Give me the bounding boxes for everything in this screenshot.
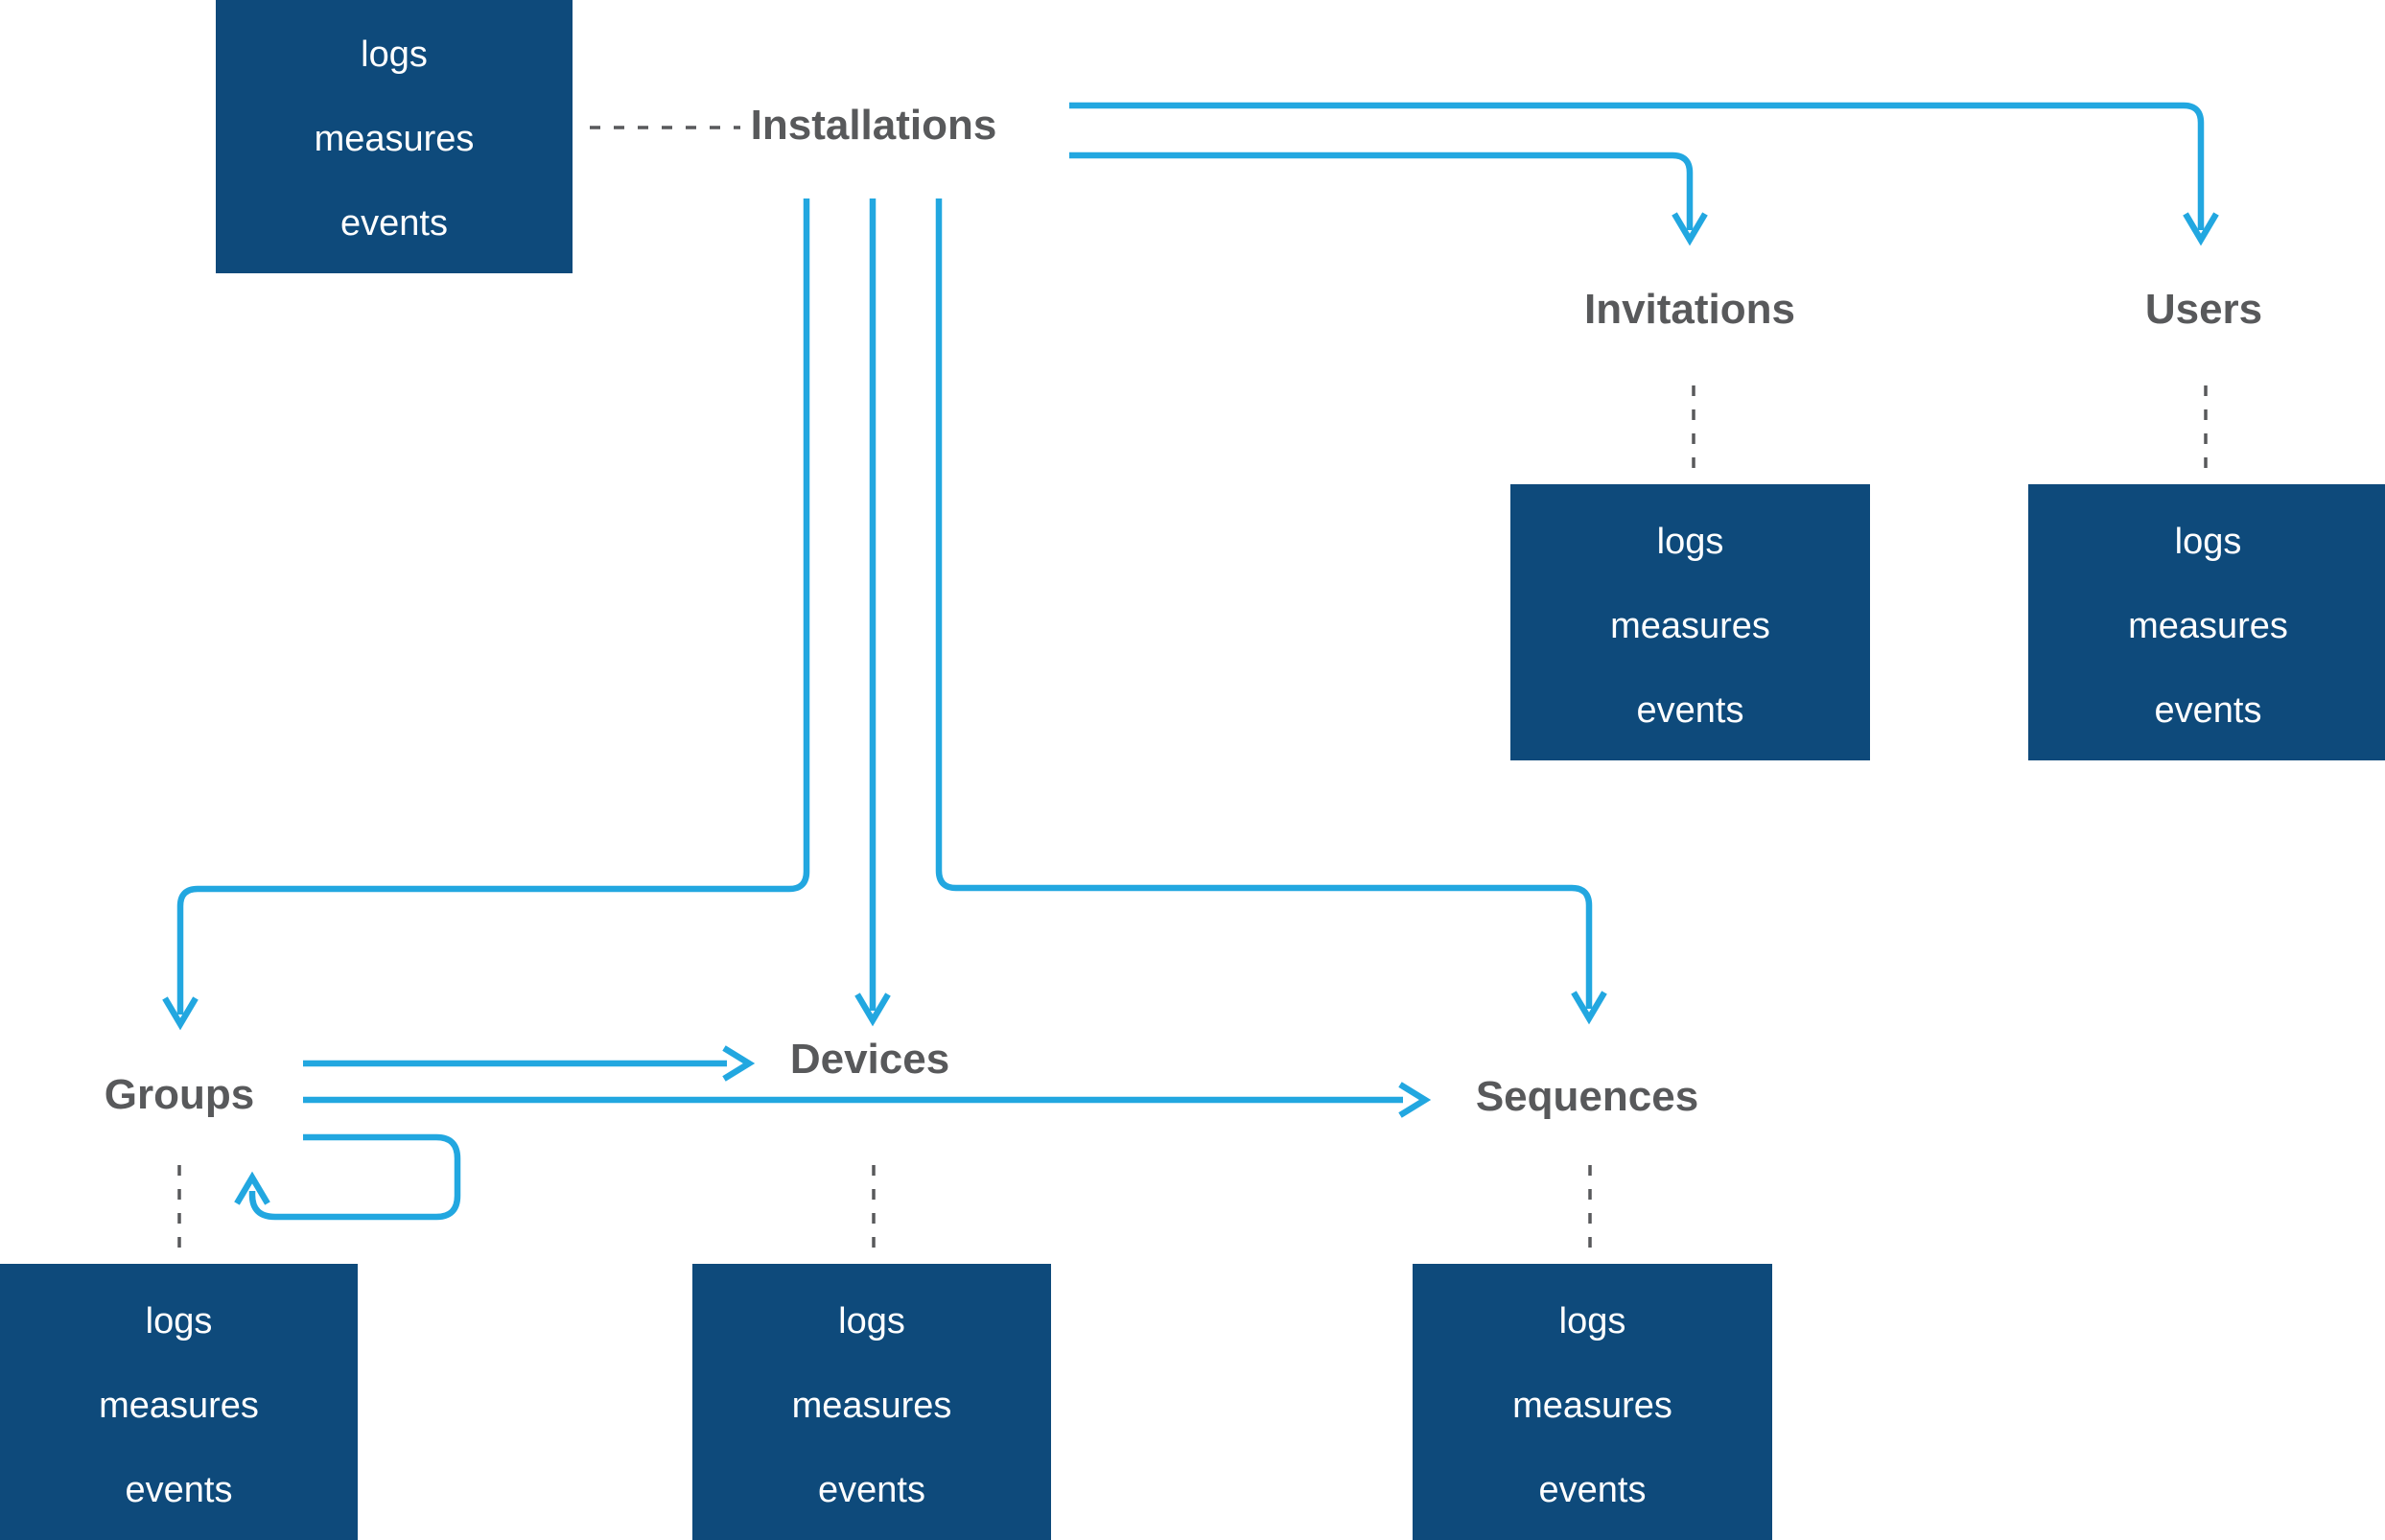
- arrow-installations-to-invitations: [1069, 152, 1708, 246]
- box-row-events: events: [2154, 690, 2262, 731]
- arrow-installations-to-groups: [162, 198, 810, 1031]
- node-label-invitations: Invitations: [1583, 286, 1796, 333]
- data-box-installations: logs measures events: [216, 0, 573, 273]
- box-row-events: events: [818, 1470, 925, 1510]
- box-row-measures: measures: [791, 1386, 952, 1426]
- box-row-logs: logs: [1656, 522, 1724, 562]
- arrow-installations-to-devices: [854, 198, 891, 1027]
- box-row-logs: logs: [361, 35, 428, 75]
- box-row-measures: measures: [1610, 606, 1770, 646]
- node-label-groups: Groups: [104, 1071, 255, 1118]
- box-row-events: events: [125, 1470, 233, 1510]
- node-label-sequences: Sequences: [1475, 1073, 1699, 1120]
- box-row-measures: measures: [2128, 606, 2288, 646]
- box-row-events: events: [1636, 690, 1744, 731]
- box-row-measures: measures: [1512, 1386, 1672, 1426]
- box-row-events: events: [1538, 1470, 1647, 1510]
- arrow-groups-self-loop: [234, 1133, 461, 1221]
- data-box-groups: logs measures events: [0, 1264, 358, 1540]
- arrow-groups-to-devices: [303, 1045, 756, 1082]
- box-row-logs: logs: [838, 1301, 905, 1342]
- box-row-measures: measures: [99, 1386, 259, 1426]
- data-box-invitations: logs measures events: [1510, 484, 1870, 760]
- data-box-users: logs measures events: [2028, 484, 2385, 760]
- arrow-installations-to-sequences: [935, 198, 1607, 1025]
- data-box-devices: logs measures events: [692, 1264, 1051, 1540]
- box-row-logs: logs: [145, 1301, 213, 1342]
- box-row-logs: logs: [1558, 1301, 1626, 1342]
- arrow-groups-to-sequences: [303, 1082, 1432, 1118]
- node-label-devices: Devices: [789, 1036, 950, 1083]
- data-box-sequences: logs measures events: [1413, 1264, 1772, 1540]
- node-label-installations: Installations: [750, 102, 997, 149]
- box-row-measures: measures: [314, 119, 475, 159]
- box-row-events: events: [340, 203, 448, 244]
- box-row-logs: logs: [2174, 522, 2242, 562]
- arrow-installations-to-users: [1069, 102, 2219, 246]
- node-label-users: Users: [2144, 286, 2263, 333]
